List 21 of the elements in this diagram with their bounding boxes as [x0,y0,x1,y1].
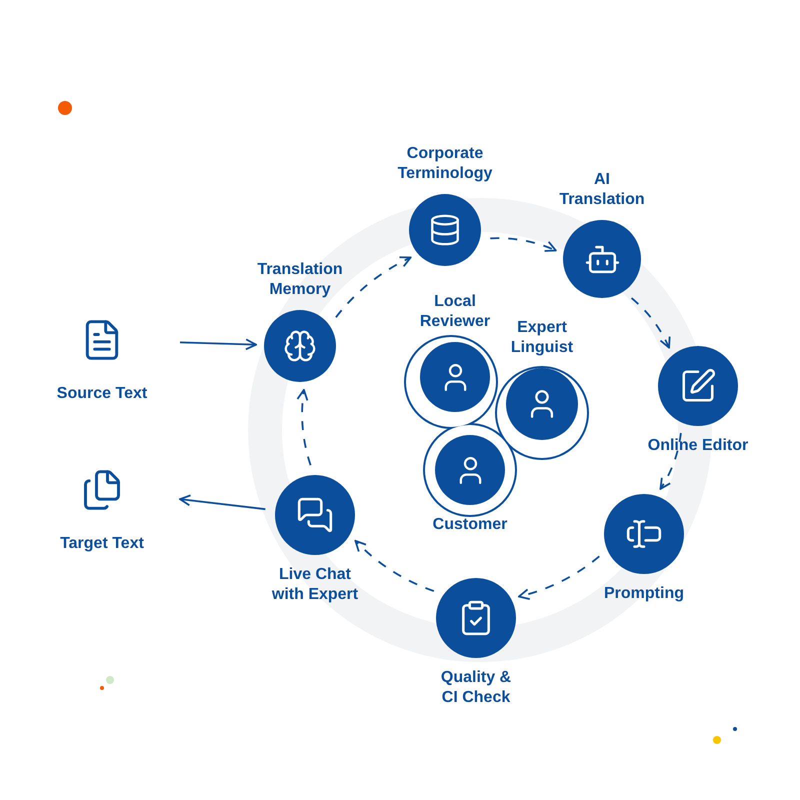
step-label: Live Chat with Expert [270,565,360,605]
arrow [354,540,434,592]
arrow [630,297,670,349]
arrow [179,494,266,510]
arrow [296,388,312,466]
arrow [335,256,412,318]
step-label: Translation Memory [256,260,344,300]
step-label: Quality & CI Check [440,668,512,708]
arrow [660,432,682,490]
step-label: Local Reviewer [418,292,492,332]
step-label: Online Editor [648,436,748,456]
arrow [490,237,557,252]
step-label: Customer [432,515,508,535]
step-label: Prompting [604,584,684,604]
arrow [518,556,600,600]
step-label: Expert Linguist [510,318,574,358]
step-label: Corporate Terminology [396,144,494,184]
step-label: Source Text [56,384,148,404]
step-label: AI Translation [558,170,646,210]
step-label: Target Text [60,534,144,554]
arrow [180,338,257,350]
